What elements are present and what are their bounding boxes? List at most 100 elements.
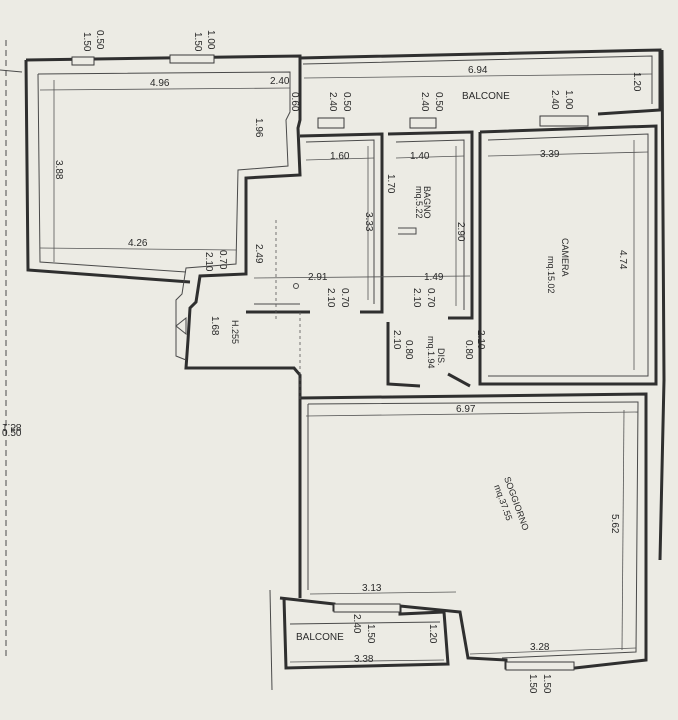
bagno-name: BAGNO <box>422 186 432 219</box>
dim-win-c-h: 2.40 <box>419 92 430 112</box>
dimension-labels: 0.50 1.50 1.00 1.50 6.94 1.20 4.96 2.40 … <box>2 30 642 694</box>
dim-line-339 <box>487 151 649 157</box>
dim-line-140 <box>395 155 465 159</box>
dim-door-h-h: 2.10 <box>391 330 402 350</box>
dim-line-426 <box>39 247 237 251</box>
dim-bal2-depth: 1.20 <box>427 624 438 644</box>
balcone-top-label: BALCONE <box>462 91 510 102</box>
dim-line-694 <box>303 73 653 79</box>
camera-name: CAMERA <box>560 238 570 277</box>
dim-bagno-top: 1.40 <box>410 151 430 162</box>
dim-sogg-top: 6.97 <box>456 404 476 415</box>
window-d <box>539 115 589 127</box>
dimension-lines <box>39 73 653 663</box>
top-balcony-inner <box>302 55 653 104</box>
left-room-lower <box>24 59 191 284</box>
dim-top-win1-h: 1.50 <box>81 32 92 52</box>
right-edge <box>658 49 666 561</box>
balcone-bottom-label: BALCONE <box>296 632 344 643</box>
window-top-2 <box>169 54 215 64</box>
bottom-balcony-inner <box>289 621 441 625</box>
kitchen-walls <box>299 132 384 314</box>
dim-top-win2-w: 1.00 <box>205 30 216 50</box>
dis-area: mq.1.94 <box>426 336 436 369</box>
dim-win-k-w: 1.50 <box>527 674 538 694</box>
dim-door-h-w: 0.80 <box>403 340 414 360</box>
dim-door-f-w: 0.70 <box>339 288 350 308</box>
dim-door-e-h: 2.10 <box>203 252 214 272</box>
dim-room1-top: 4.96 <box>150 78 170 89</box>
dim-top-win2-h: 1.50 <box>192 32 203 52</box>
kitchen-inner <box>305 139 375 304</box>
dim-bagno-right: 2.90 <box>455 222 466 242</box>
dim-door-g-w: 0.70 <box>425 288 436 308</box>
dim-top-win1-w: 0.50 <box>94 30 105 50</box>
windows <box>71 54 589 671</box>
dim-wall-196: 1.96 <box>253 118 264 138</box>
bagno-walls <box>387 130 474 320</box>
dim-line-697 <box>305 411 639 417</box>
dim-balcony-depth: 1.20 <box>631 72 642 92</box>
fixture-icon <box>293 283 299 289</box>
window-top-1 <box>71 56 95 66</box>
dim-line-562 <box>621 409 625 651</box>
dim-sogg-bottom-right: 3.28 <box>530 642 550 653</box>
dim-win-k-h: 1.50 <box>541 674 552 694</box>
window-k <box>505 661 575 671</box>
window-b <box>317 117 345 129</box>
dim-line-160 <box>305 157 375 161</box>
dim-win-b-h: 2.40 <box>327 92 338 112</box>
dis-door-wall <box>447 372 471 388</box>
bagno-area: mq.5.22 <box>414 186 424 219</box>
camera-walls <box>478 124 658 386</box>
window-c <box>409 117 437 129</box>
dim-door-f-h: 2.10 <box>325 288 336 308</box>
dim-line-328 <box>469 647 637 655</box>
dim-win-b-w: 0.50 <box>341 92 352 112</box>
left-room-inner <box>37 71 291 361</box>
bottom-left-margin <box>269 589 273 691</box>
left-margin-tick <box>0 69 23 73</box>
dim-room1-bottom: 4.26 <box>128 238 148 249</box>
dim-hall-len: 2.91 <box>308 272 328 283</box>
dim-hall-len2: 1.49 <box>424 272 444 283</box>
dim-edge-a: 1.58 <box>2 421 22 432</box>
dim-line-hall <box>253 275 471 279</box>
dim-door-i-w: 0.80 <box>463 340 474 360</box>
entrance-arrow-icon <box>175 316 187 336</box>
camera-area: mq.15.02 <box>546 256 556 294</box>
dim-line-496 <box>39 87 291 91</box>
dim-camera-right: 4.74 <box>617 250 628 270</box>
soggiorno-inner <box>307 401 639 659</box>
dim-win-d-w: 1.00 <box>563 90 574 110</box>
dim-edge-b: 0.50 <box>2 428 22 439</box>
window-j <box>333 603 401 613</box>
dim-camera-top: 3.39 <box>540 149 560 160</box>
dim-door-e-w: 0.70 <box>217 250 228 270</box>
dim-kitchen-top: 1.60 <box>330 151 350 162</box>
dim-sogg-right: 5.62 <box>609 514 620 534</box>
dim-balcony-len: 6.94 <box>468 65 488 76</box>
dim-door-i-h: 2.10 <box>475 330 486 350</box>
walls <box>0 40 666 691</box>
dim-win-j-w: 1.50 <box>365 624 376 644</box>
dim-kitchen-left: 2.49 <box>253 244 264 264</box>
dim-door-g-h: 2.10 <box>411 288 422 308</box>
height-note: H.255 <box>230 320 240 344</box>
dim-win-j-h: 2.40 <box>351 614 362 634</box>
dim-win-c-w: 0.50 <box>433 92 444 112</box>
left-room-walls <box>25 54 302 598</box>
dim-line-338 <box>289 659 445 663</box>
left-room-inner-low <box>37 73 187 273</box>
dim-bagno-inner: 1.70 <box>385 174 396 194</box>
dim-kitchen-right: 3.33 <box>363 212 374 232</box>
dim-entry-h: 1.68 <box>209 316 220 336</box>
dis-walls <box>386 322 421 388</box>
dim-line-313 <box>309 591 457 595</box>
dim-room1-left: 3.88 <box>53 160 64 180</box>
dim-sogg-bottom-left: 3.13 <box>362 583 382 594</box>
top-balcony-outline <box>299 48 662 116</box>
dim-bal2-len: 3.38 <box>354 654 374 665</box>
dim-door-a-h: 2.40 <box>270 76 290 87</box>
dim-win-d-h: 2.40 <box>549 90 560 110</box>
